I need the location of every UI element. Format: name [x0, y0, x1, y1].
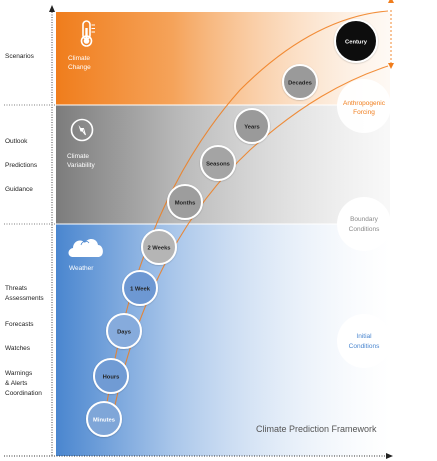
climate-change-label-1: Climate	[68, 55, 90, 62]
svg-text:1 Week: 1 Week	[130, 287, 151, 293]
left-label-threats: Threats Assessments	[5, 284, 44, 304]
left-label-predictions: Predictions	[5, 162, 38, 169]
svg-text:Months: Months	[175, 201, 196, 207]
timescale-decades: Decades	[282, 64, 318, 100]
svg-text:Years: Years	[244, 125, 259, 131]
climate-variability-label-1: Climate	[67, 153, 89, 160]
weather-label: Weather	[69, 265, 94, 272]
left-label-forecasts: Forecasts	[5, 321, 34, 328]
left-label-threats-line2: Assessments	[5, 295, 44, 302]
left-label-warnings: Warnings & Alerts Coordination	[5, 369, 42, 399]
svg-text:Seasons: Seasons	[206, 162, 230, 168]
band-climate-change	[56, 12, 390, 105]
svg-text:Days: Days	[117, 330, 131, 336]
left-label-warnings-line2: & Alerts	[5, 380, 28, 387]
svg-text:Conditions: Conditions	[349, 343, 380, 350]
svg-text:Forcing: Forcing	[353, 109, 375, 116]
anthropogenic-forcing-bubble: Anthropogenic Forcing	[337, 79, 391, 133]
timescale-2-weeks: 2 Weeks	[141, 229, 177, 265]
svg-text:Minutes: Minutes	[93, 418, 115, 424]
compass-icon	[70, 118, 94, 142]
timescale-years: Years	[234, 108, 270, 144]
timescale-hours: Hours	[93, 358, 129, 394]
timescale-minutes: Minutes	[86, 401, 122, 437]
svg-text:Initial: Initial	[356, 333, 372, 340]
initial-conditions-bubble: Initial Conditions	[337, 314, 391, 368]
x-axis-arrow	[386, 453, 393, 459]
timescale-seasons: Seasons	[200, 145, 236, 181]
boundary-conditions-bubble: Boundary Conditions	[337, 197, 391, 251]
svg-text:2 Weeks: 2 Weeks	[147, 246, 170, 252]
left-label-outlook: Outlook	[5, 138, 28, 145]
left-label-scenarios: Scenarios	[5, 53, 34, 60]
svg-text:Decades: Decades	[288, 81, 312, 87]
diagram-caption: Climate Prediction Framework	[256, 424, 377, 434]
timescale-century: Century	[334, 19, 378, 63]
svg-text:Boundary: Boundary	[350, 216, 379, 223]
thermometer-icon	[80, 20, 95, 47]
left-label-guidance: Guidance	[5, 186, 33, 193]
left-label-warnings-line1: Warnings	[5, 370, 33, 377]
timescale-1-week: 1 Week	[122, 270, 158, 306]
timescale-days: Days	[106, 313, 142, 349]
y-axis-arrow	[49, 5, 55, 12]
svg-text:Anthropogenic: Anthropogenic	[343, 100, 386, 107]
left-label-watches: Watches	[5, 345, 31, 352]
climate-variability-label-2: Variability	[67, 162, 95, 169]
svg-text:Century: Century	[345, 40, 368, 46]
timescale-months: Months	[167, 184, 203, 220]
svg-text:Conditions: Conditions	[349, 226, 380, 233]
climate-change-label-2: Change	[68, 64, 91, 71]
svg-text:Hours: Hours	[103, 375, 120, 381]
cloud-icon	[68, 239, 103, 257]
left-label-threats-line1: Threats	[5, 285, 28, 292]
left-label-warnings-line3: Coordination	[5, 390, 42, 397]
